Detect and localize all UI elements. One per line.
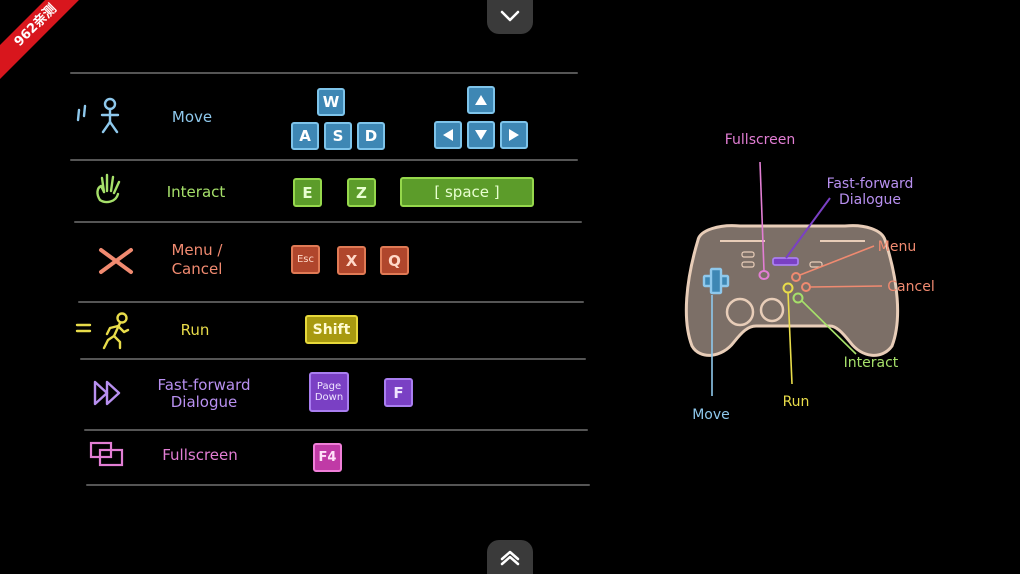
row-label-move: Move	[171, 108, 213, 126]
gamepad-label-fast-forward-line2: Dialogue	[838, 192, 902, 208]
divider	[70, 159, 578, 161]
key-z: Z	[347, 178, 376, 207]
row-label-menu-cancel: Menu / Cancel	[152, 242, 242, 278]
key-arrow-down	[467, 121, 495, 149]
gamepad-label-cancel: Cancel	[887, 279, 935, 295]
chevron-down-icon	[500, 10, 520, 22]
row-label-fast-forward-line1: Fast-forward	[157, 376, 251, 394]
key-page-down: Page Down	[309, 372, 349, 412]
fast-forward-icon	[93, 380, 121, 406]
gamepad-label-move: Move	[692, 407, 730, 423]
key-a: A	[291, 122, 319, 150]
arrow-right-icon	[509, 129, 519, 141]
gamepad-label-fast-forward: Fast-forward Dialogue	[810, 176, 930, 208]
row-label-fast-forward-line2: Dialogue	[170, 393, 238, 411]
key-e: E	[293, 178, 322, 207]
stick-figure-walk-icon	[76, 97, 120, 134]
arrow-up-icon	[475, 95, 487, 105]
row-label-interact: Interact	[166, 183, 226, 201]
gamepad-label-menu: Menu	[877, 239, 917, 255]
divider	[70, 72, 578, 74]
hand-icon	[96, 173, 121, 204]
divider	[86, 484, 590, 486]
divider	[78, 301, 584, 303]
row-label-fast-forward: Fast-forward Dialogue	[144, 377, 264, 411]
key-space: [ space ]	[400, 177, 534, 207]
cross-icon	[99, 248, 133, 274]
key-x: X	[337, 246, 366, 275]
chevron-up-icon	[500, 550, 520, 566]
key-f: F	[384, 378, 413, 407]
gamepad-label-run: Run	[782, 394, 810, 410]
fullscreen-windows-icon	[89, 441, 124, 467]
key-s: S	[324, 122, 352, 150]
key-arrow-up	[467, 86, 495, 114]
gamepad-label-fast-forward-line1: Fast-forward	[826, 176, 914, 192]
key-f4: F4	[313, 443, 342, 472]
running-figure-icon	[75, 312, 130, 350]
key-w: W	[317, 88, 345, 116]
row-label-cancel: Cancel	[171, 260, 223, 278]
gamepad-label-fullscreen: Fullscreen	[724, 132, 796, 148]
gamepad-label-interact: Interact	[843, 355, 899, 371]
key-d: D	[357, 122, 385, 150]
key-arrow-right	[500, 121, 528, 149]
key-arrow-left	[434, 121, 462, 149]
expand-panel-tab[interactable]	[487, 540, 533, 574]
row-label-run: Run	[180, 321, 210, 339]
key-page-down-line2: Down	[314, 392, 344, 403]
collapse-panel-tab[interactable]	[487, 0, 533, 34]
divider	[80, 358, 586, 360]
row-label-menu: Menu /	[171, 241, 223, 259]
gamepad-diagram	[684, 161, 900, 396]
key-esc: Esc	[291, 245, 320, 274]
key-shift: Shift	[305, 315, 358, 344]
row-label-fullscreen: Fullscreen	[162, 446, 238, 464]
gamepad-dpad	[702, 267, 730, 295]
divider	[74, 221, 582, 223]
arrow-left-icon	[443, 129, 453, 141]
key-q: Q	[380, 246, 409, 275]
key-page-down-line1: Page	[316, 381, 342, 392]
divider	[84, 429, 588, 431]
arrow-down-icon	[475, 130, 487, 140]
